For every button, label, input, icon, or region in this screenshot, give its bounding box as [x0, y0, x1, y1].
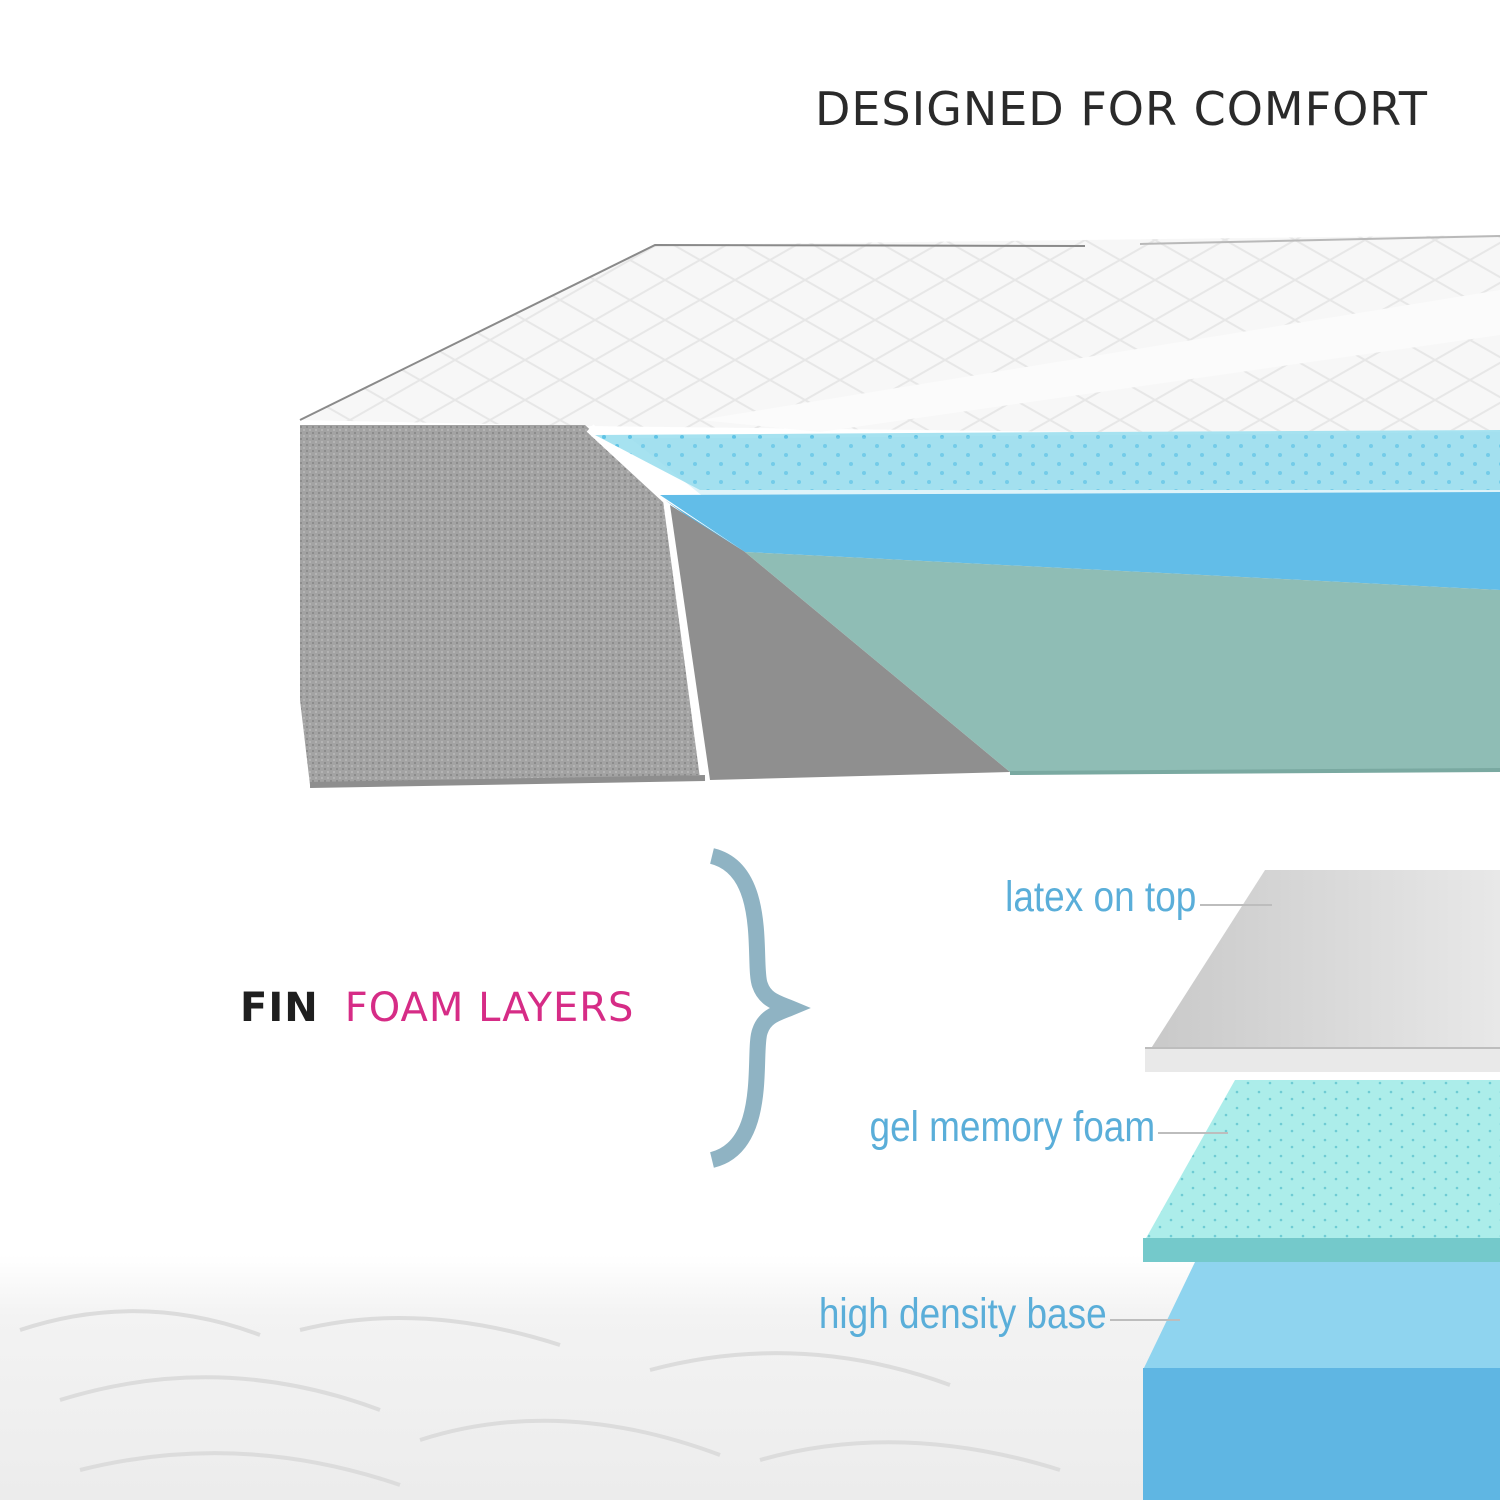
- layer-stack-diagram: [1110, 870, 1500, 1500]
- brand-name: FIN: [240, 985, 319, 1031]
- latex-layer: [1145, 870, 1500, 1072]
- layers-brace-icon: [709, 848, 811, 1168]
- mattress-foam-cutaway: [595, 430, 1500, 780]
- layer-label-latex: latex on top: [1004, 873, 1196, 921]
- product-subtitle: FOAM LAYERS: [344, 985, 635, 1031]
- base-foam-layer: [1143, 1262, 1500, 1500]
- mattress-fabric-side: [300, 424, 710, 788]
- layer-label-high-density-base: high density base: [819, 1290, 1107, 1338]
- gel-foam-layer: [1143, 1080, 1500, 1262]
- product-title: FIN FOAM LAYERS: [240, 985, 634, 1031]
- headline: DESIGNED FOR COMFORT: [814, 82, 1428, 136]
- mattress-cover-top: [299, 235, 1500, 432]
- layer-label-gel-memory-foam: gel memory foam: [869, 1103, 1155, 1151]
